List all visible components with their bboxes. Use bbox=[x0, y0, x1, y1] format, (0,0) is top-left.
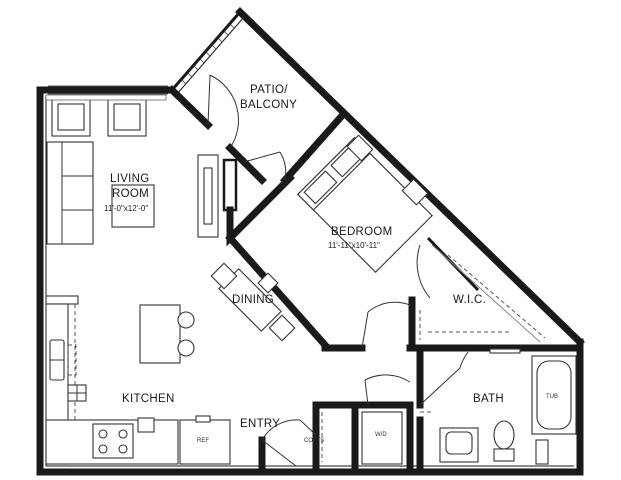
patio-label-1: PATIO/ bbox=[250, 84, 288, 96]
bedroom-dimensions: 11'-11"x10'-11" bbox=[328, 241, 380, 250]
dining-furniture bbox=[210, 262, 296, 342]
tub-label: TUB bbox=[546, 394, 558, 400]
closets bbox=[321, 411, 403, 465]
bath-label: BATH bbox=[473, 393, 504, 405]
wd-label: W/D bbox=[375, 432, 387, 438]
coats-label: COATS bbox=[304, 438, 324, 444]
wic-fixtures bbox=[419, 244, 546, 354]
room-labels: PATIO/ BALCONY LIVING ROOM 11'-0"x12'-0"… bbox=[104, 84, 558, 444]
patio-label-2: BALCONY bbox=[240, 99, 297, 111]
ref-label: REF bbox=[197, 438, 209, 444]
entry-label: ENTRY bbox=[240, 418, 280, 430]
living-label-2: ROOM bbox=[112, 188, 149, 200]
bedroom-label: BEDROOM bbox=[331, 226, 393, 238]
bath-fixtures bbox=[420, 355, 577, 465]
bedroom-furniture bbox=[297, 134, 433, 273]
doors bbox=[207, 74, 469, 467]
exterior-walls bbox=[36, 7, 585, 476]
kitchen-fixtures bbox=[45, 295, 231, 465]
living-label-1: LIVING bbox=[110, 173, 150, 185]
wic-label: W.I.C. bbox=[453, 294, 486, 306]
dining-label: DINING bbox=[232, 294, 274, 306]
kitchen-label: KITCHEN bbox=[122, 393, 175, 405]
living-furniture bbox=[45, 94, 219, 245]
living-dimensions: 11'-0"x12'-0" bbox=[104, 204, 148, 213]
